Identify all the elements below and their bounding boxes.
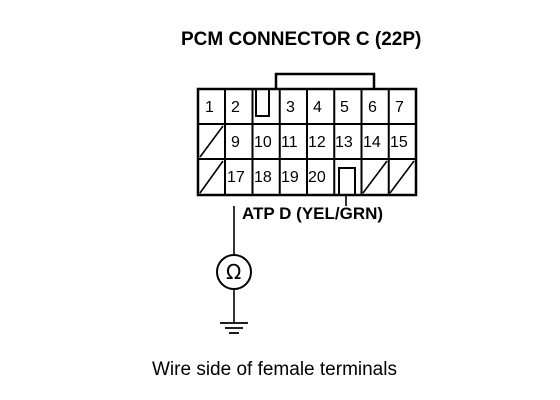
pin-label: 18 xyxy=(254,169,272,186)
pin-label: 13 xyxy=(335,134,353,151)
connector-key-notch-top xyxy=(255,89,270,117)
pin-label: 4 xyxy=(313,99,322,116)
pin-label: 15 xyxy=(390,134,408,151)
pin-label: 1 xyxy=(205,99,214,116)
pin-label: 17 xyxy=(227,169,245,186)
pin-label: 5 xyxy=(340,99,349,116)
pin-label: 14 xyxy=(363,134,381,151)
pin-label: 3 xyxy=(286,99,295,116)
pin-label: 2 xyxy=(231,99,240,116)
empty-cavity-marks xyxy=(199,125,415,194)
ohm-symbol: Ω xyxy=(226,260,241,284)
pin-label: 7 xyxy=(395,99,404,116)
pin-label: 10 xyxy=(254,134,272,151)
test-lead xyxy=(233,195,347,255)
connector-lock-tab xyxy=(274,72,376,89)
pin-label: 6 xyxy=(368,99,377,116)
diagram-caption: Wire side of female terminals xyxy=(152,359,397,380)
pin-label: 12 xyxy=(308,134,326,151)
pin-label: 11 xyxy=(281,134,298,151)
wire-label: ATP D (YEL/GRN) xyxy=(242,204,383,223)
pin-label: 9 xyxy=(231,134,240,151)
connector-column-dividers xyxy=(224,89,390,195)
pin-label: 20 xyxy=(308,169,326,186)
diagram-title: PCM CONNECTOR C (22P) xyxy=(181,29,421,50)
pin-label: 19 xyxy=(281,169,299,186)
ground-icon xyxy=(220,322,248,334)
probed-terminal xyxy=(338,167,356,195)
